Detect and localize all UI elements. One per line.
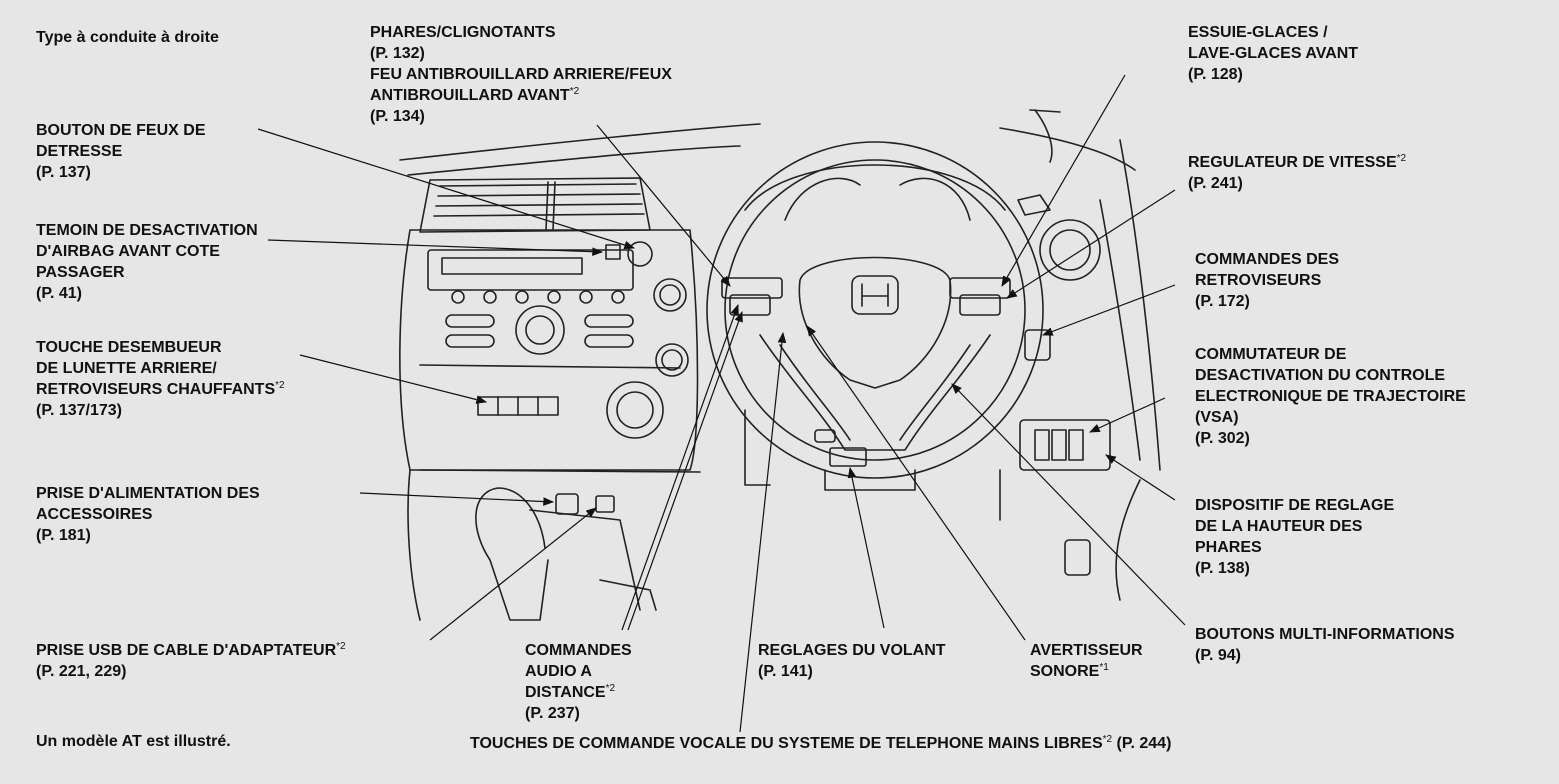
right-vent: [1039, 219, 1101, 281]
hazard-button: [627, 241, 653, 267]
dash-top-line: [399, 123, 761, 161]
power-outlet: [555, 493, 579, 515]
leader-defog: [299, 354, 488, 404]
leader-airbag: [267, 239, 604, 256]
label-voice-buttons: TOUCHES DE COMMANDE VOCALE DU SYSTEME DE…: [470, 734, 1172, 753]
drive-type-note: Type à conduite à droite: [36, 29, 219, 46]
airbag-indicator: [605, 244, 621, 260]
radio-unit: [427, 249, 634, 291]
airbag-hub: [798, 256, 952, 389]
label-cruise: REGULATEUR DE VITESSE*2 (P. 241): [1188, 153, 1407, 193]
right-stalk: [949, 277, 1011, 299]
voice-buttons: [829, 447, 867, 467]
label-headlights: PHARES/CLIGNOTANTS(P. 132)FEU ANTIBROUIL…: [370, 24, 672, 125]
leader-horn: [806, 325, 1026, 641]
leader-vsa: [1089, 397, 1166, 433]
label-horn: AVERTISSEUR SONORE*1: [1030, 642, 1143, 680]
leader-cruise: [1006, 189, 1176, 299]
label-usb: PRISE USB DE CABLE D'ADAPTATEUR*2 (P. 22…: [36, 641, 346, 681]
left-stalk: [721, 277, 783, 299]
leader-hazard: [257, 128, 636, 250]
leader-mirrors: [1041, 284, 1176, 336]
mirror-control: [1024, 329, 1051, 361]
leader-voice: [739, 331, 787, 733]
leader-power: [359, 492, 555, 506]
leader-audio-2: [627, 310, 743, 631]
gear-lever: [475, 487, 549, 621]
leader-usb: [429, 507, 597, 641]
model-note: Un modèle AT est illustré.: [36, 733, 231, 750]
label-wheel-adjust: REGLAGES DU VOLANT(P. 141): [758, 642, 946, 680]
usb-socket: [595, 495, 615, 513]
leader-wipers: [1001, 74, 1126, 287]
label-wipers: ESSUIE-GLACES /LAVE-GLACES AVANT(P. 128): [1188, 24, 1359, 83]
steering-wheel: [706, 141, 1044, 479]
leader-audio-1: [621, 303, 739, 631]
leader-wheel: [847, 466, 885, 629]
leader-multi: [951, 383, 1186, 626]
leader-headlights: [596, 124, 731, 287]
leader-aim: [1105, 454, 1176, 501]
vsa-switch-panel: [1019, 419, 1111, 471]
label-multi-info: BOUTONS MULTI-INFORMATIONS(P. 94): [1195, 626, 1455, 664]
center-console: [399, 229, 699, 471]
